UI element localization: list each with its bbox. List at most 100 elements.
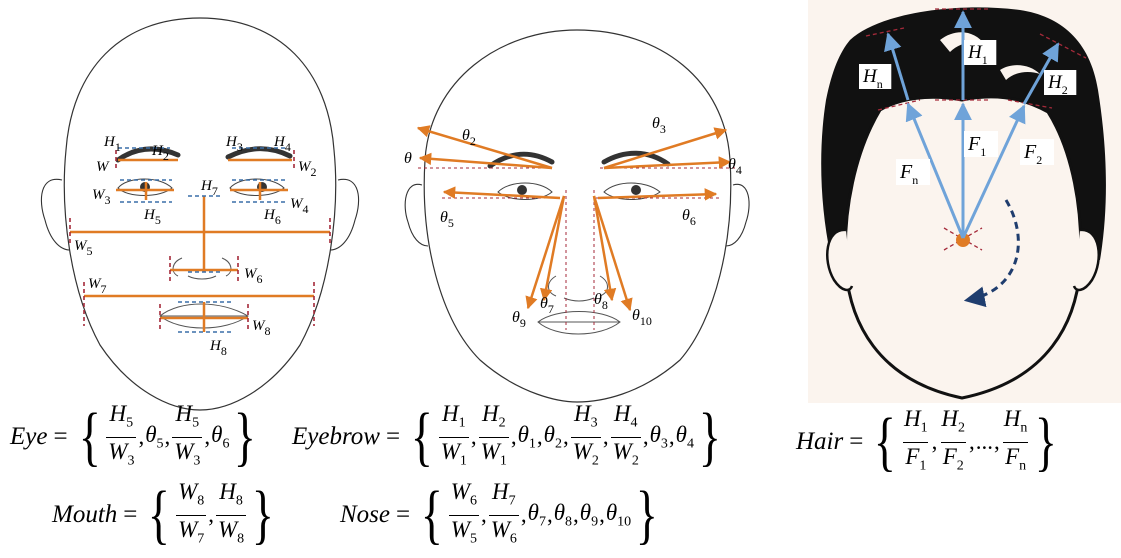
eye-denominator: W3	[106, 437, 136, 475]
nose-fraction: W6W5	[449, 478, 479, 552]
eyebrow-denominator: W1	[439, 437, 469, 475]
panel2-labels: θθ2θ3θ4θ5θ6θ7θ8θ9θ10	[404, 115, 742, 330]
eyebrow-comma: ,	[643, 424, 649, 450]
hair-formula-name: Hair	[796, 428, 843, 456]
nose-angle-term: θ7	[528, 500, 546, 531]
eye-left-brace: {	[78, 404, 100, 470]
mouth-formula-name: Mouth	[52, 501, 117, 529]
panel1-label-w3: W3	[92, 187, 111, 207]
panel1-label-w8: W8	[252, 318, 271, 338]
panel2-label-t8: θ8	[594, 291, 608, 312]
hair-denominator: F1	[903, 442, 928, 480]
eyebrow-numerator: H4	[612, 400, 640, 437]
eye-numerator: H5	[108, 400, 136, 437]
mouth-numerator: W8	[176, 478, 206, 515]
panel2-label-t2: θ2	[462, 127, 476, 148]
eyebrow-fraction: H2W1	[479, 400, 509, 474]
panel2-label-t3: θ3	[652, 115, 666, 136]
eye-numerator: H5	[174, 400, 202, 437]
nose-comma: ,	[521, 502, 527, 528]
eyebrow-comma: ,	[537, 424, 543, 450]
nose-comma: ,	[599, 502, 605, 528]
hair-comma: ,	[994, 429, 1000, 455]
panel2-label-t7: θ7	[540, 295, 554, 316]
right-eye	[230, 179, 284, 196]
panel1-label-w4: W4	[290, 196, 309, 216]
panel2-label-t10: θ10	[632, 307, 652, 328]
hair-ellipsis: ...	[976, 429, 993, 455]
nose-angle-term: θ9	[580, 500, 598, 531]
hair-comma: ,	[969, 429, 975, 455]
hair-denominator: Fn	[1003, 442, 1028, 480]
eye-formula-name: Eye	[10, 423, 47, 451]
red-tick-markers	[70, 150, 330, 330]
eyebrow-equals-sign: =	[386, 423, 400, 451]
eyebrow-comma: ,	[669, 424, 675, 450]
panel1-label-w5: W5	[74, 238, 93, 258]
eyebrow-angle-term: θ3	[650, 422, 668, 453]
nose-comma: ,	[547, 502, 553, 528]
eyebrow-comma: ,	[603, 424, 609, 450]
eyebrow-comma: ,	[471, 424, 477, 450]
nose-numerator: W6	[449, 478, 479, 515]
mouth-left-brace: {	[148, 482, 170, 548]
panel1-label-h5: H5	[143, 207, 161, 227]
eye-comma: ,	[165, 424, 171, 450]
eye-angle-term: θ5	[145, 422, 163, 453]
hair-numerator: H1	[902, 405, 930, 442]
mouth-denominator: W7	[176, 515, 206, 553]
eye-comma: ,	[138, 424, 144, 450]
nose-comma: ,	[573, 502, 579, 528]
hair-numerator: Hn	[1002, 405, 1030, 442]
face-outline	[64, 18, 335, 410]
eyebrow-left-brace: {	[411, 404, 433, 470]
eyebrow-formula-name: Eyebrow	[292, 423, 380, 451]
eyebrow-fraction: H4W2	[611, 400, 641, 474]
eyebrow-denominator: W2	[611, 437, 641, 475]
panel1-label-w2: W2	[298, 159, 317, 179]
mouth-denominator: W8	[216, 515, 246, 553]
nose-angle-term: θ8	[554, 500, 572, 531]
mouth-right-brace: }	[252, 482, 274, 548]
eye-equals-sign: =	[53, 423, 67, 451]
eyebrow-denominator: W2	[571, 437, 601, 475]
eyebrow-angle-term: θ1	[518, 422, 536, 453]
eyebrow-numerator: H2	[480, 400, 508, 437]
nose-left-brace: {	[421, 482, 443, 548]
nose-formula-name: Nose	[340, 501, 390, 529]
nose-angle-term: θ10	[606, 500, 631, 531]
left-eyebrow	[118, 149, 178, 160]
hair-formula: Hair={H1F1,H2F2,...,HnFn}	[796, 405, 1062, 479]
eye-angle-term: θ6	[211, 422, 229, 453]
eye-right-brace: }	[234, 404, 256, 470]
eyebrow-denominator: W1	[479, 437, 509, 475]
hair-denominator: F2	[941, 442, 966, 480]
mouth-equals-sign: =	[123, 501, 137, 529]
mouth-numerator: H8	[217, 478, 245, 515]
nose-denominator: W5	[449, 515, 479, 553]
nose-numerator: H7	[490, 478, 518, 515]
hair-fraction: H1F1	[902, 405, 930, 479]
panel1-label-h8: H8	[209, 338, 227, 358]
nose-right-brace: }	[636, 482, 658, 548]
hair-right-brace: }	[1035, 409, 1057, 475]
panel1-label-w6: W6	[244, 266, 263, 286]
eyebrow-right-brace: }	[699, 404, 721, 470]
panel2-label-t9: θ9	[512, 309, 526, 330]
eyebrow-fraction: H3W2	[571, 400, 601, 474]
panel2-label-t1: θ	[404, 150, 412, 167]
mouth-comma: ,	[208, 502, 214, 528]
eyebrow-numerator: H1	[440, 400, 468, 437]
eyebrow-numerator: H3	[572, 400, 600, 437]
